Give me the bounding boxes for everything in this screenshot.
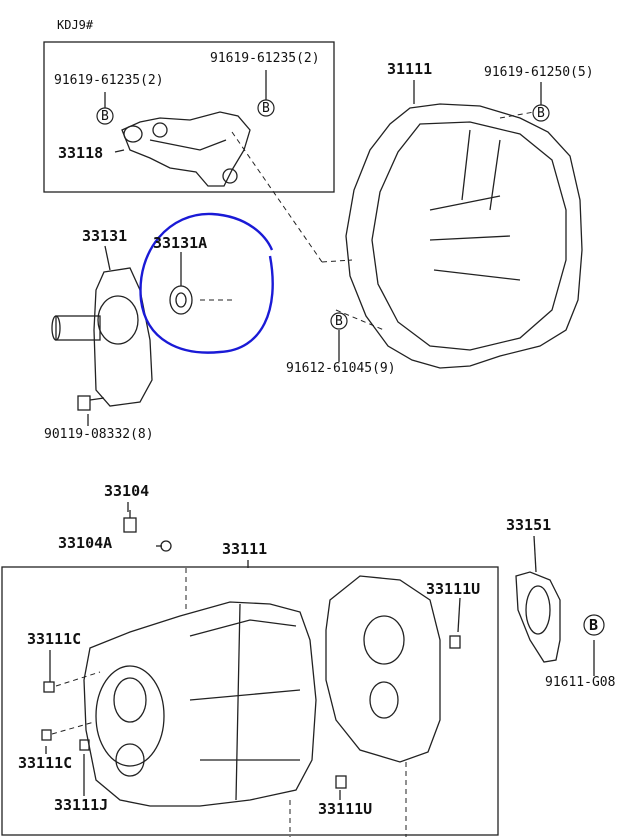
- part-33118-label: 33118: [58, 144, 104, 162]
- bolt-90119-drawing: [77, 395, 105, 411]
- bolt-ref-letter: B: [335, 314, 343, 329]
- bracket-33118-drawing: [121, 111, 251, 187]
- highlight-circle: [139, 212, 274, 354]
- bolt-ref-letter: B: [101, 109, 109, 124]
- bolt-ref-marker-left: [96, 107, 114, 125]
- part-91619-61235-right-label: 91619-61235(2): [210, 51, 320, 66]
- seal-33131a-drawing: [169, 285, 193, 315]
- bottom-group-box: [1, 566, 499, 836]
- part-33104-label: 33104: [104, 482, 150, 500]
- bell-housing-31111-drawing: [345, 103, 583, 369]
- bolt-ref-letter: B: [262, 101, 270, 116]
- bolt-ref-marker-right: [257, 99, 275, 117]
- part-33111u-bottom-label: 33111U: [318, 800, 373, 818]
- part-33111u-top-label: 33111U: [426, 580, 481, 598]
- part-91612-61045-label: 91612-61045(9): [286, 361, 396, 376]
- retainer-33131-drawing: [51, 267, 153, 407]
- part-33111c-top-label: 33111C: [27, 630, 82, 648]
- plug-33111c-top-drawing: [43, 681, 55, 693]
- pin-33111u-top-drawing: [449, 635, 461, 649]
- bolt-ref-marker-33151: [583, 614, 605, 636]
- bolt-ref-marker-31111: [532, 104, 550, 122]
- pin-33111u-bottom-drawing: [335, 775, 347, 789]
- plug-33104-drawing: [123, 517, 137, 533]
- model-code-label: KDJ9#: [57, 18, 94, 32]
- part-33111-label: 33111: [222, 540, 268, 558]
- pin-33111j-drawing: [79, 739, 90, 751]
- part-91619-61235-left-label: 91619-61235(2): [54, 73, 164, 88]
- part-33131-label: 33131: [82, 227, 128, 245]
- part-91619-61250-label: 91619-61250(5): [484, 65, 594, 80]
- part-90119-08332-label: 90119-08332(8): [44, 427, 154, 442]
- bolt-ref-letter: B: [537, 106, 545, 121]
- transmission-case-33111-drawing: [83, 601, 317, 807]
- part-31111-label: 31111: [387, 60, 433, 78]
- part-33104a-label: 33104A: [58, 534, 113, 552]
- plug-33111c-bottom-drawing: [41, 729, 52, 741]
- kdj9-group-box: [43, 41, 335, 193]
- adapter-plate-drawing: [325, 575, 441, 763]
- part-91611-g08-label: 91611-G08: [545, 675, 616, 690]
- bolt-ref-marker-91612: [330, 312, 348, 330]
- part-33111c-bottom-label: 33111C: [18, 754, 73, 772]
- part-33151-label: 33151: [506, 516, 552, 534]
- cover-33151-drawing: [515, 571, 561, 663]
- part-33111j-label: 33111J: [54, 796, 109, 814]
- part-33131a-label: 33131A: [153, 234, 208, 252]
- bolt-ref-letter: B: [589, 616, 599, 634]
- washer-33104a-drawing: [160, 540, 172, 552]
